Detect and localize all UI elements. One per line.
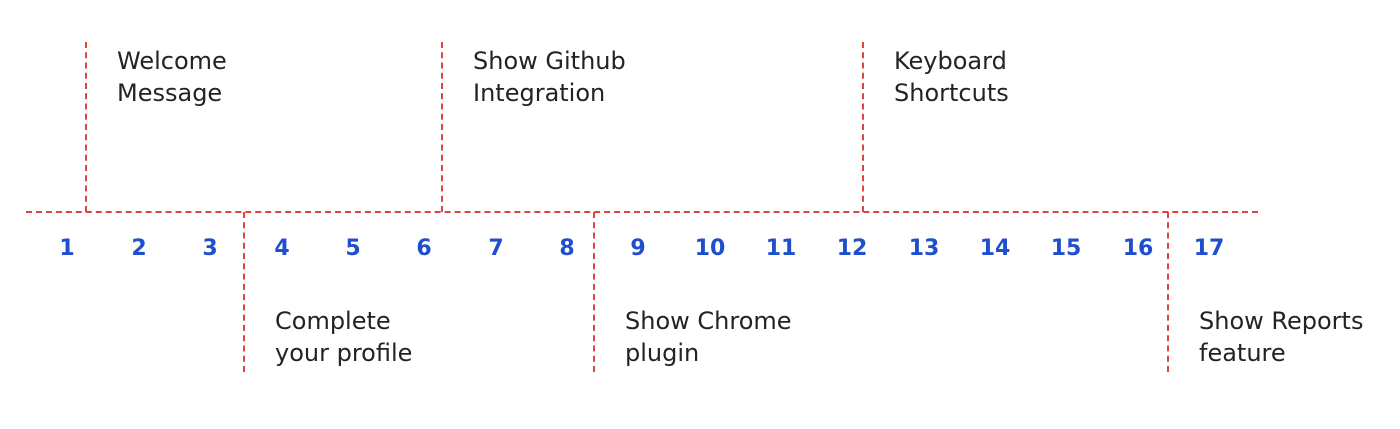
step-number: 10	[694, 236, 726, 261]
step-number: 5	[345, 236, 361, 261]
step-number: 15	[1050, 236, 1082, 261]
step-number: 1	[59, 236, 75, 261]
step-number: 6	[416, 236, 432, 261]
step-number: 12	[836, 236, 868, 261]
step-number: 4	[274, 236, 290, 261]
milestone-marker-chrome	[593, 212, 595, 372]
milestone-label-reports: Show Reports feature	[1199, 307, 1364, 367]
step-number: 2	[131, 236, 147, 261]
step-number: 7	[488, 236, 504, 261]
step-number: 16	[1122, 236, 1154, 261]
step-number: 17	[1193, 236, 1225, 261]
milestone-label-keyboard: Keyboard Shortcuts	[894, 47, 1009, 107]
milestone-marker-reports	[1167, 212, 1169, 372]
step-number: 14	[979, 236, 1011, 261]
milestone-label-github: Show Github Integration	[473, 47, 626, 107]
step-number: 9	[630, 236, 646, 261]
step-number: 11	[765, 236, 797, 261]
milestone-label-welcome: Welcome Message	[117, 47, 227, 107]
milestone-label-chrome: Show Chrome plugin	[625, 307, 792, 367]
step-number: 8	[559, 236, 575, 261]
milestone-marker-profile	[243, 212, 245, 372]
timeline-axis	[26, 211, 1258, 213]
milestone-marker-github	[441, 42, 443, 212]
milestone-label-profile: Complete your profile	[275, 307, 413, 367]
step-number: 13	[908, 236, 940, 261]
step-number: 3	[202, 236, 218, 261]
milestone-marker-keyboard	[862, 42, 864, 212]
milestone-marker-welcome	[85, 42, 87, 212]
